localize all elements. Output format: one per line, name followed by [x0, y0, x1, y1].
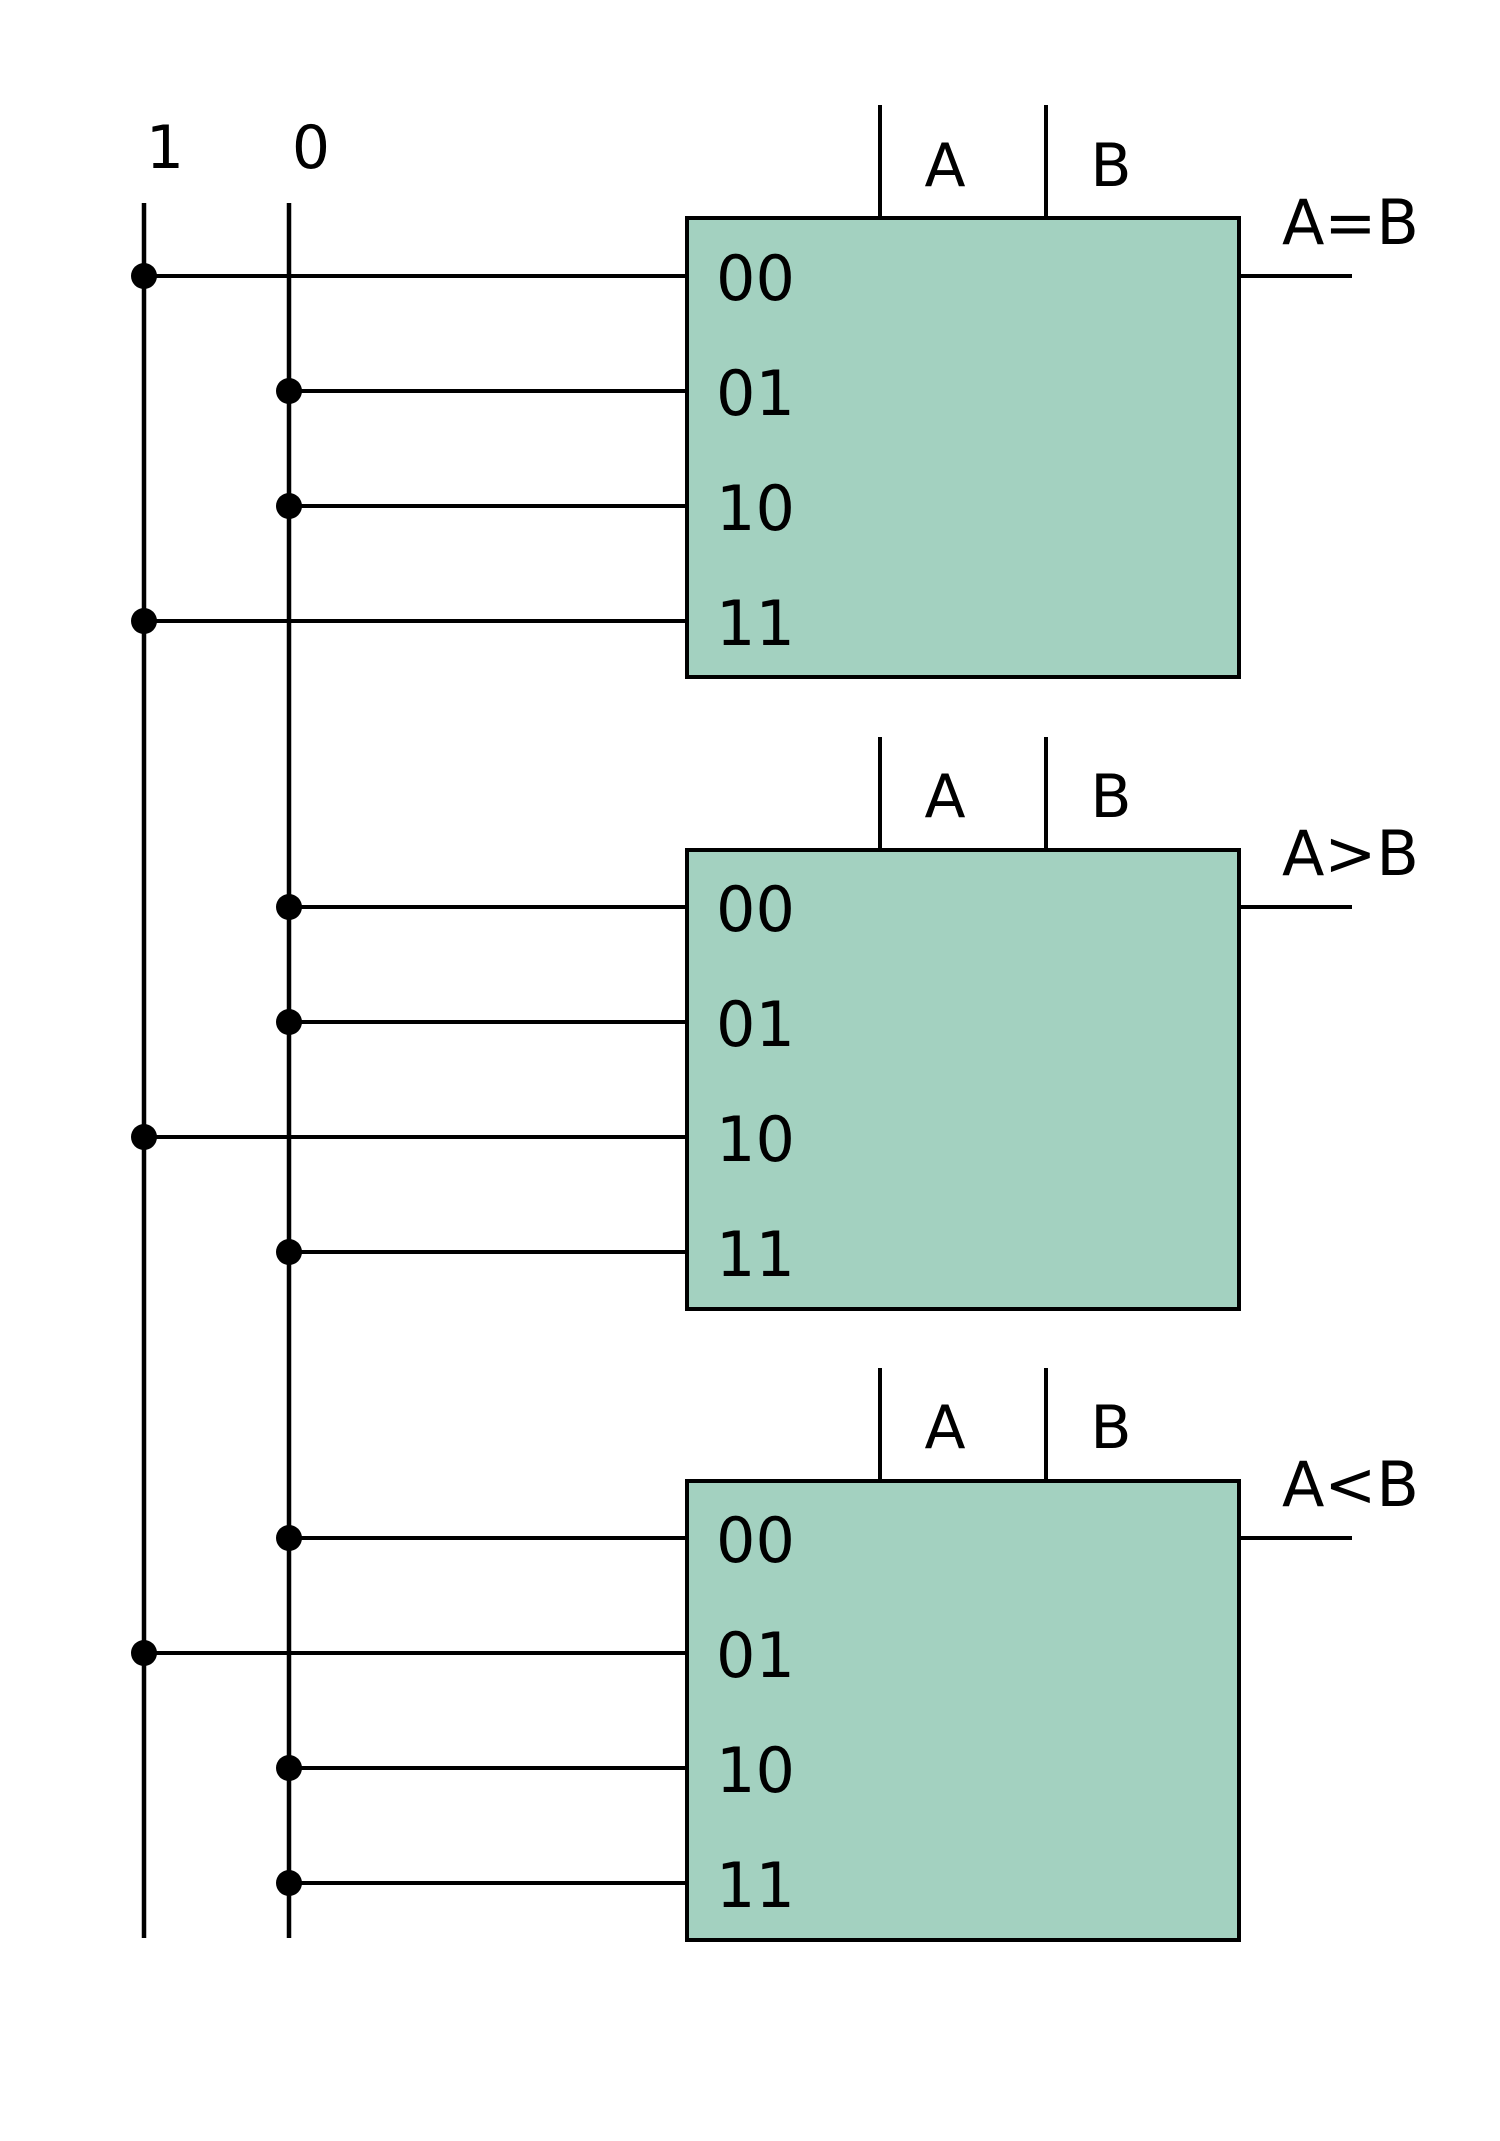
- input-label-11: 11: [716, 587, 795, 660]
- input-label-01: 01: [716, 1619, 795, 1692]
- select-b-label: B: [1090, 131, 1131, 201]
- junction-dot: [131, 608, 157, 634]
- input-label-00: 00: [716, 873, 795, 946]
- input-label-10: 10: [716, 1734, 795, 1807]
- input-label-00: 00: [716, 1504, 795, 1577]
- junction-dot: [276, 1239, 302, 1265]
- junction-dot: [276, 1870, 302, 1896]
- junction-dot: [276, 378, 302, 404]
- junction-dot: [276, 1525, 302, 1551]
- mux-box: [685, 848, 1241, 1311]
- junction-dot: [276, 1755, 302, 1781]
- junction-dot: [276, 894, 302, 920]
- input-label-11: 11: [716, 1849, 795, 1922]
- input-label-11: 11: [716, 1218, 795, 1291]
- rail-0-label: 0: [292, 113, 330, 183]
- input-label-01: 01: [716, 357, 795, 430]
- select-a-label: A: [924, 131, 965, 201]
- mux-block-equal: A B A=B 00 01 10 11: [131, 105, 1419, 679]
- output-label: A<B: [1282, 1448, 1419, 1521]
- junction-dot: [276, 1009, 302, 1035]
- mux-box: [685, 216, 1241, 679]
- mux-box: [685, 1479, 1241, 1942]
- input-label-10: 10: [716, 1103, 795, 1176]
- select-b-label: B: [1090, 1393, 1131, 1463]
- input-label-10: 10: [716, 472, 795, 545]
- junction-dot: [276, 493, 302, 519]
- rail-1-label: 1: [146, 113, 184, 183]
- rails: 1 0: [141, 113, 330, 1938]
- junction-dot: [131, 1640, 157, 1666]
- input-label-00: 00: [716, 242, 795, 315]
- junction-dot: [131, 263, 157, 289]
- mux-block-greater: A B A>B 00 01 10 11: [131, 737, 1419, 1311]
- select-a-label: A: [924, 1393, 965, 1463]
- select-a-label: A: [924, 762, 965, 832]
- junction-dot: [131, 1124, 157, 1150]
- mux-block-less: A B A<B 00 01 10 11: [131, 1368, 1419, 1942]
- output-label: A>B: [1282, 817, 1419, 890]
- output-label: A=B: [1282, 186, 1419, 259]
- select-b-label: B: [1090, 762, 1131, 832]
- input-label-01: 01: [716, 988, 795, 1061]
